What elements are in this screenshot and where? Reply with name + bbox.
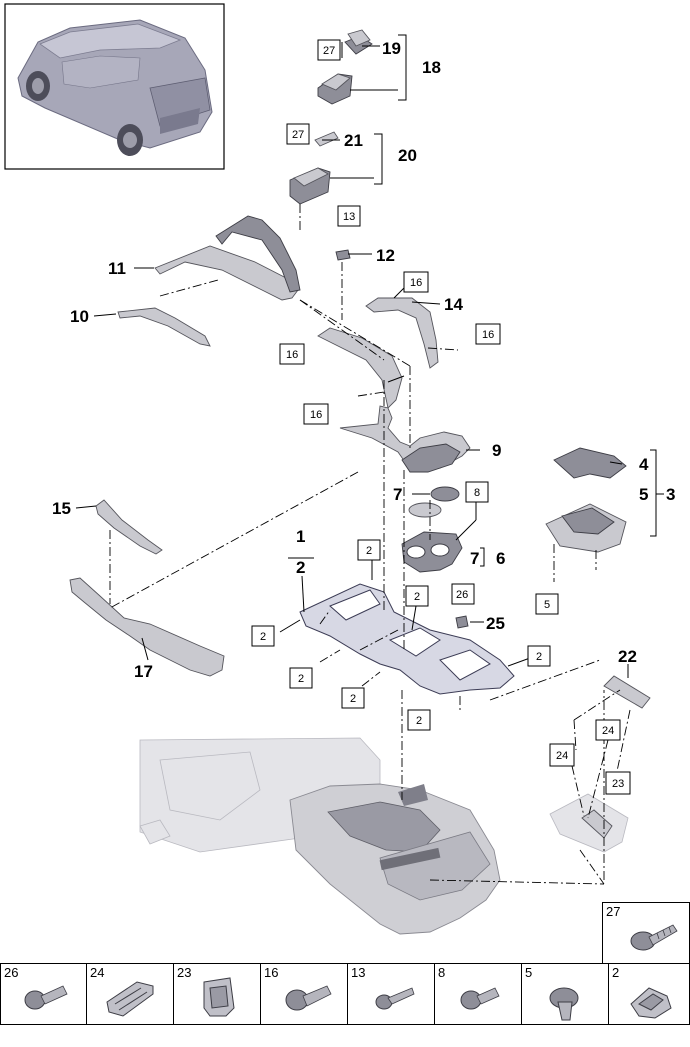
storage-tray-5 [545, 503, 627, 553]
box-2-f: 2 [350, 693, 356, 705]
push-rivet-icon [549, 987, 579, 1021]
legend-cell-24: 24 [86, 963, 174, 1025]
boxed-labels: 27 27 13 16 16 16 16 8 2 26 2 5 2 2 2 2 … [251, 39, 631, 795]
legend-label: 8 [438, 965, 446, 980]
box-27-upper: 27 [323, 45, 335, 57]
legend-label-27: 27 [606, 904, 621, 919]
legend-label: 23 [177, 965, 192, 980]
callout-20: 20 [398, 146, 417, 165]
box-16-d: 16 [310, 409, 322, 421]
legend-label: 16 [264, 965, 279, 980]
screw-12 [335, 249, 351, 261]
clip-assembly-23-24 [549, 793, 629, 853]
fastener-legend: 26 24 23 16 13 8 [0, 963, 690, 1025]
legend-cell-5: 5 [521, 963, 609, 1025]
box-2-b: 2 [414, 591, 420, 603]
console-frame-1 [299, 583, 515, 695]
trim-frame-11 [154, 215, 301, 301]
screw-pan-icon [285, 985, 332, 1011]
box-2-c: 2 [260, 631, 266, 643]
callout-25: 25 [486, 614, 505, 633]
box-16-b: 16 [482, 329, 494, 341]
cupholder-insert-7 [408, 486, 460, 518]
storage-mat-4 [553, 447, 627, 479]
box-23: 23 [612, 778, 624, 790]
box-13: 13 [343, 211, 355, 223]
legend-label: 13 [351, 965, 366, 980]
legend-cell-23: 23 [173, 963, 261, 1025]
callout-14: 14 [444, 295, 463, 314]
box-2-g: 2 [416, 715, 422, 727]
bracket-22 [603, 675, 651, 709]
box-24-a: 24 [602, 725, 614, 737]
callout-7-top: 7 [393, 485, 402, 504]
legend-cell-13: 13 [347, 963, 435, 1025]
callout-17: 17 [134, 662, 153, 681]
callout-10: 10 [70, 307, 89, 326]
box-16-a: 16 [410, 277, 422, 289]
legend-cell-27: 27 [602, 902, 690, 965]
clip-bracket-icon [203, 977, 235, 1017]
legend-label: 5 [525, 965, 533, 980]
box-26: 26 [456, 589, 468, 601]
trim-strip-10 [117, 307, 211, 347]
legend-cell-16: 16 [260, 963, 348, 1025]
vehicle-interior-background [139, 737, 501, 935]
legend-label: 26 [4, 965, 19, 980]
callout-9: 9 [492, 441, 501, 460]
tray-assembly-18 [317, 29, 373, 105]
callout-5: 5 [639, 485, 648, 504]
legend-cell-26: 26 [0, 963, 87, 1025]
vehicle-thumbnail [4, 3, 225, 170]
cupholder-6 [401, 531, 463, 573]
screw-small-icon [375, 987, 415, 1010]
clip-25 [455, 615, 469, 629]
legend-label: 24 [90, 965, 105, 980]
box-2-d: 2 [536, 651, 542, 663]
callout-21: 21 [344, 131, 363, 150]
callout-2: 2 [296, 558, 305, 577]
legend-label: 2 [612, 965, 620, 980]
legend-cell-8: 8 [434, 963, 522, 1025]
callout-3: 3 [666, 485, 675, 504]
box-16-c: 16 [286, 349, 298, 361]
tray-assembly-20 [289, 131, 339, 205]
screw-torx-icon [630, 924, 678, 951]
box-27-lower: 27 [292, 129, 304, 141]
callout-7-side: 7 [470, 549, 479, 568]
callout-11: 11 [108, 259, 126, 278]
console-trim-panel-9 [339, 405, 471, 473]
box-8: 8 [474, 487, 480, 499]
callout-4: 4 [639, 455, 649, 474]
legend-cell-2: 2 [608, 963, 690, 1025]
box-24-b: 24 [556, 750, 568, 762]
box-2-a: 2 [366, 545, 372, 557]
callout-22: 22 [618, 647, 637, 666]
screw-short-icon [460, 987, 500, 1010]
screw-flange-icon [24, 985, 68, 1010]
box-5: 5 [544, 599, 550, 611]
spring-clip-icon [630, 987, 672, 1019]
callout-18: 18 [422, 58, 441, 77]
callout-6: 6 [496, 549, 505, 568]
leader-lines [75, 34, 664, 678]
clip-double-icon [106, 981, 154, 1017]
grab-handle-14 [365, 297, 439, 369]
callout-19: 19 [382, 39, 401, 58]
grab-handle-16 [317, 327, 403, 409]
callout-12: 12 [376, 246, 395, 265]
callout-15: 15 [52, 499, 71, 518]
box-2-e: 2 [298, 673, 304, 685]
callout-1: 1 [296, 527, 305, 546]
trim-strip-15 [95, 499, 163, 555]
callout-numbers: 19 18 21 20 12 11 10 14 9 7 7 6 4 5 3 15… [52, 39, 675, 681]
